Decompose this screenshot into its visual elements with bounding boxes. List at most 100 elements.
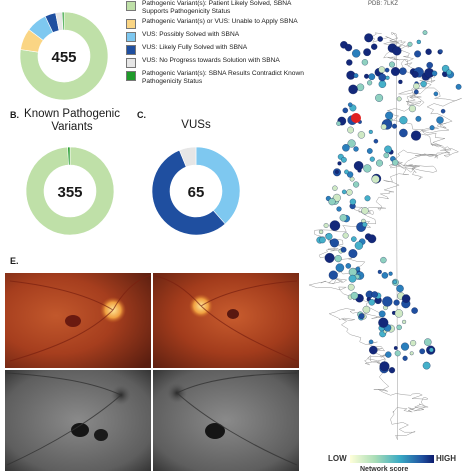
residue-node [361, 207, 369, 215]
panel-letter-c: C. [137, 110, 146, 120]
residue-node [396, 324, 402, 331]
residue-node [339, 214, 347, 222]
macular-lesion-right [227, 309, 239, 319]
residue-node [416, 39, 421, 45]
residue-node [353, 73, 359, 78]
residue-node [385, 111, 394, 120]
residue-node [420, 80, 427, 88]
residue-node [411, 71, 419, 78]
residue-node [380, 123, 387, 130]
legend-label: VUS: Possibly Solved with SBNA [142, 31, 240, 38]
residue-node [390, 67, 400, 76]
residue-node [368, 129, 373, 134]
residue-node [375, 93, 384, 102]
residue-node [436, 116, 444, 124]
residue-node [345, 263, 352, 269]
residue-node [361, 59, 369, 66]
residue-node [414, 50, 422, 58]
residue-node [332, 185, 338, 191]
residue-node [426, 61, 433, 69]
residue-node [419, 348, 426, 355]
residue-node [440, 108, 446, 114]
residue-node [422, 30, 428, 35]
legend-swatch [126, 58, 136, 68]
residue-node [429, 125, 435, 131]
af-lesion-left-2 [94, 429, 108, 441]
residue-node [431, 70, 438, 77]
vessels-af [6, 372, 298, 466]
residue-node [342, 232, 349, 239]
legend-label: Pathogenic Variant(s) or VUS: Unable to … [142, 18, 298, 25]
donut-c-total: 65 [187, 184, 205, 201]
residue-node [384, 145, 392, 154]
donut-chart-a [19, 11, 109, 101]
legend-a: Pathogenic Variant(s): Patient Likely So… [126, 0, 316, 88]
residue-node [371, 175, 380, 184]
residue-node [377, 269, 382, 274]
residue-node [392, 279, 398, 285]
legend-label: VUS: No Progress towards Solution with S… [142, 57, 280, 64]
residue-node [438, 49, 443, 54]
residue-node [356, 83, 365, 92]
residue-node [344, 43, 353, 52]
residue-node [347, 283, 355, 291]
residue-node [373, 138, 379, 144]
macular-lesion-left [65, 315, 81, 327]
residue-node [394, 309, 404, 318]
donut-chart-b [25, 146, 115, 236]
legend-label: VUS: Likely Fully Solved with SBNA [142, 44, 248, 51]
residue-node [335, 263, 345, 272]
residue-node [424, 338, 432, 346]
legend-swatch [126, 1, 136, 11]
residue-node [368, 339, 374, 345]
residue-node [348, 84, 358, 95]
legend-item: VUS: Likely Fully Solved with SBNA [126, 44, 316, 55]
donut-a-total: 455 [51, 49, 77, 66]
panel-c-title: VUSs [181, 119, 211, 131]
colorbar-high-label: HIGH [436, 454, 456, 463]
residue-node [378, 80, 387, 88]
residue-node [455, 83, 462, 90]
residue-node [363, 164, 372, 173]
residue-node [396, 284, 404, 293]
residue-node [382, 296, 393, 307]
donut-slice [179, 146, 197, 168]
highlighted-residue [351, 113, 361, 123]
residue-node [392, 159, 399, 166]
residue-node [344, 169, 349, 175]
residue-node [383, 152, 390, 159]
residue-node [378, 73, 387, 82]
residue-node [378, 310, 386, 318]
residue-node [398, 79, 403, 85]
residue-node [388, 367, 396, 374]
residue-node [364, 73, 369, 79]
residue-node [334, 255, 342, 263]
residue-node [319, 236, 326, 244]
residue-node [396, 96, 402, 102]
residue-node [384, 67, 390, 73]
residue-node [348, 249, 358, 259]
residue-node [407, 41, 413, 47]
panel-b-title-line1: Known Pathogenic [24, 108, 120, 120]
residue-node [342, 144, 350, 152]
residue-node [354, 241, 364, 250]
legend-swatch [126, 45, 136, 55]
residue-node [353, 181, 360, 188]
legend-label: Pathogenic Variant(s): Patient Likely So… [142, 0, 292, 15]
residue-node [399, 116, 408, 125]
residue-node [355, 266, 361, 272]
residue-node [392, 123, 397, 129]
residue-node [368, 73, 376, 81]
residue-node [368, 299, 376, 306]
residue-node [399, 67, 407, 75]
residue-node [446, 69, 452, 76]
legend-item: Pathogenic Variant(s): SBNA Results Cont… [126, 70, 316, 86]
residue-node [413, 89, 419, 95]
residue-node [318, 229, 324, 235]
residue-node [380, 256, 387, 264]
residue-node [400, 342, 410, 351]
legend-item: VUS: No Progress towards Solution with S… [126, 57, 316, 68]
residue-node [348, 274, 357, 283]
residue-node [323, 223, 329, 228]
legend-swatch [126, 71, 136, 81]
